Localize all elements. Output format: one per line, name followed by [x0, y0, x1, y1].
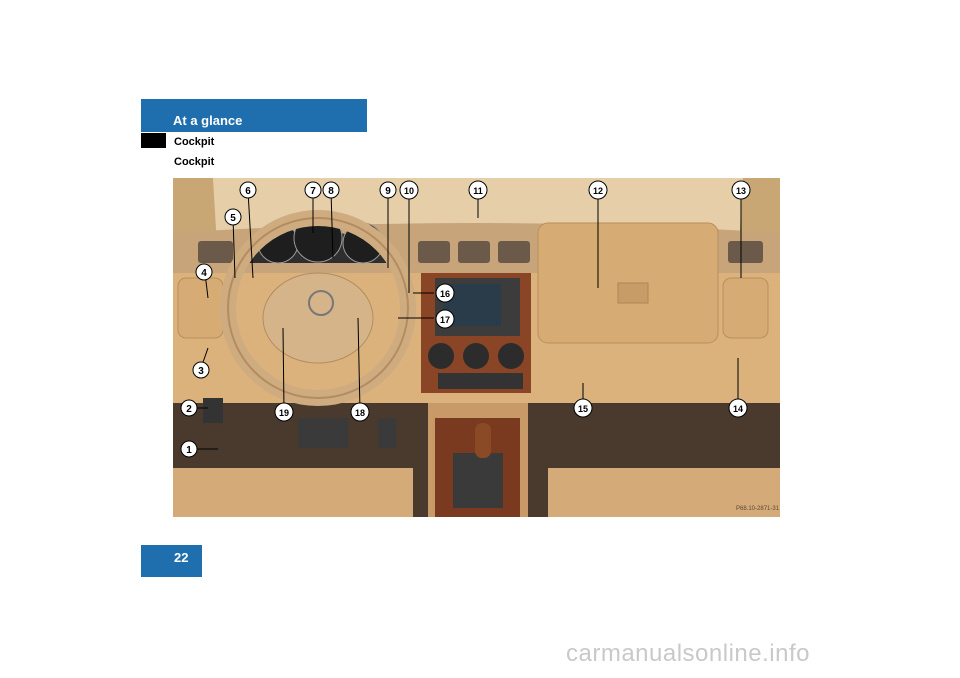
- svg-text:7: 7: [310, 186, 316, 197]
- callout-11[interactable]: 11: [468, 180, 488, 200]
- watermark: carmanualsonline.info: [566, 640, 810, 667]
- callout-17[interactable]: 17: [435, 309, 455, 329]
- callout-12[interactable]: 12: [588, 180, 608, 200]
- cockpit-drawing: 1 2 3 4 5 6 7 8 9 10 11 12 13 14 15 16 1…: [173, 178, 780, 517]
- svg-text:17: 17: [440, 315, 450, 325]
- callout-5[interactable]: 5: [224, 208, 242, 226]
- callout-9[interactable]: 9: [379, 181, 397, 199]
- callout-6[interactable]: 6: [239, 181, 257, 199]
- svg-text:15: 15: [578, 404, 588, 414]
- svg-text:1: 1: [186, 445, 192, 456]
- svg-text:2: 2: [186, 404, 192, 415]
- svg-text:5: 5: [230, 213, 236, 224]
- figure-title: Cockpit: [174, 156, 215, 168]
- svg-text:14: 14: [733, 404, 743, 414]
- callout-19[interactable]: 19: [274, 402, 294, 422]
- svg-text:11: 11: [473, 186, 483, 196]
- svg-text:3: 3: [198, 366, 204, 377]
- cockpit-illustration: 1 2 3 4 5 6 7 8 9 10 11 12 13 14 15 16 1…: [173, 178, 780, 517]
- section-title: At a glance: [173, 113, 243, 128]
- svg-text:10: 10: [404, 186, 414, 196]
- callout-13[interactable]: 13: [731, 180, 751, 200]
- callout-16[interactable]: 16: [435, 283, 455, 303]
- section-marker: [141, 133, 166, 148]
- section-header: At a glance: [141, 99, 367, 132]
- callout-14[interactable]: 14: [728, 398, 748, 418]
- callout-7[interactable]: 7: [304, 181, 322, 199]
- svg-text:4: 4: [201, 268, 207, 279]
- callout-4[interactable]: 4: [195, 263, 213, 281]
- svg-text:13: 13: [736, 186, 746, 196]
- figure-code: P68.10-2871-31: [736, 506, 780, 512]
- callout-15[interactable]: 15: [573, 398, 593, 418]
- svg-text:12: 12: [593, 186, 603, 196]
- callout-1[interactable]: 1: [180, 440, 198, 458]
- callout-8[interactable]: 8: [322, 181, 340, 199]
- svg-text:18: 18: [355, 408, 365, 418]
- callout-2[interactable]: 2: [180, 399, 198, 417]
- callout-10[interactable]: 10: [399, 180, 419, 200]
- svg-text:16: 16: [440, 289, 450, 299]
- svg-text:6: 6: [245, 186, 251, 197]
- svg-text:9: 9: [385, 186, 391, 197]
- page-number: 22: [141, 545, 202, 577]
- callout-markers: 1 2 3 4 5 6 7 8 9 10 11 12 13 14 15 16 1…: [180, 180, 751, 458]
- callout-18[interactable]: 18: [350, 402, 370, 422]
- callout-3[interactable]: 3: [192, 361, 210, 379]
- svg-text:8: 8: [328, 186, 334, 197]
- section-subtitle: Cockpit: [174, 136, 215, 148]
- svg-text:19: 19: [279, 408, 289, 418]
